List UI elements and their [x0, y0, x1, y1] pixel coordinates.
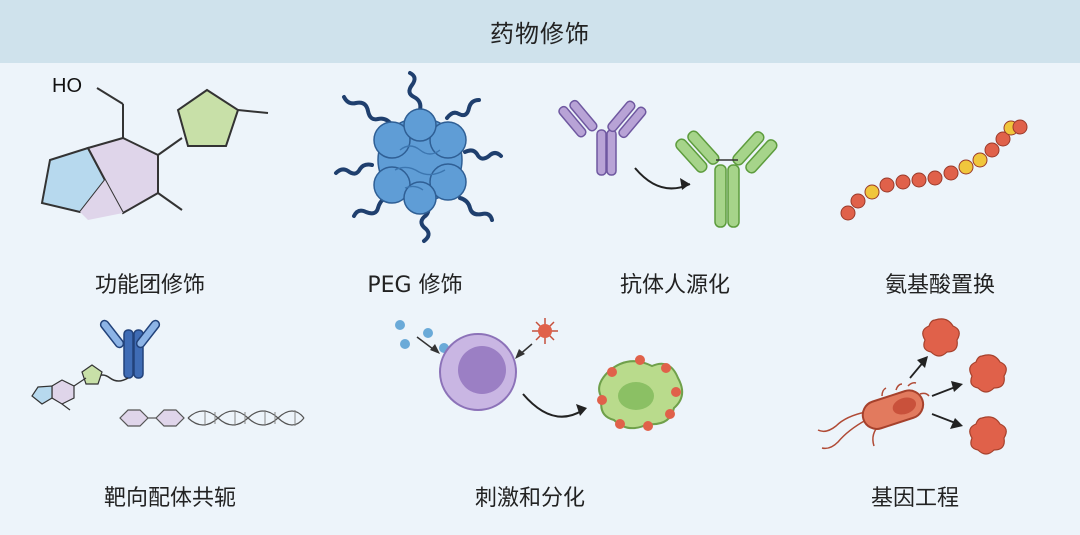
label-ligand-conjugation: 靶向配体共轭 [103, 486, 236, 511]
engineered-bacterium-icon [817, 318, 1007, 455]
antibody-humanization-icon [558, 99, 778, 228]
label-peg: PEG 修饰 [367, 273, 463, 298]
page-title: 药物修饰 [490, 20, 590, 48]
hydroxyl-label: HO [52, 75, 82, 97]
label-functional-group: 功能团修饰 [94, 273, 205, 298]
amino-acid-chain-icon [840, 119, 1028, 221]
header-bar: 药物修饰 [0, 0, 1080, 63]
content-panel [0, 63, 1080, 535]
ligand-conjugate-icon [31, 319, 305, 427]
functional-group-molecule-icon: HO [40, 75, 269, 220]
label-amino-acid-substitution: 氨基酸置换 [884, 273, 995, 298]
label-stimulation-differentiation: 刺激和分化 [474, 486, 585, 511]
label-antibody-humanization: 抗体人源化 [619, 273, 730, 298]
label-genetic-engineering: 基因工程 [870, 486, 959, 511]
pegylated-protein-icon [334, 71, 503, 243]
cell-stimulation-icon [395, 318, 684, 431]
